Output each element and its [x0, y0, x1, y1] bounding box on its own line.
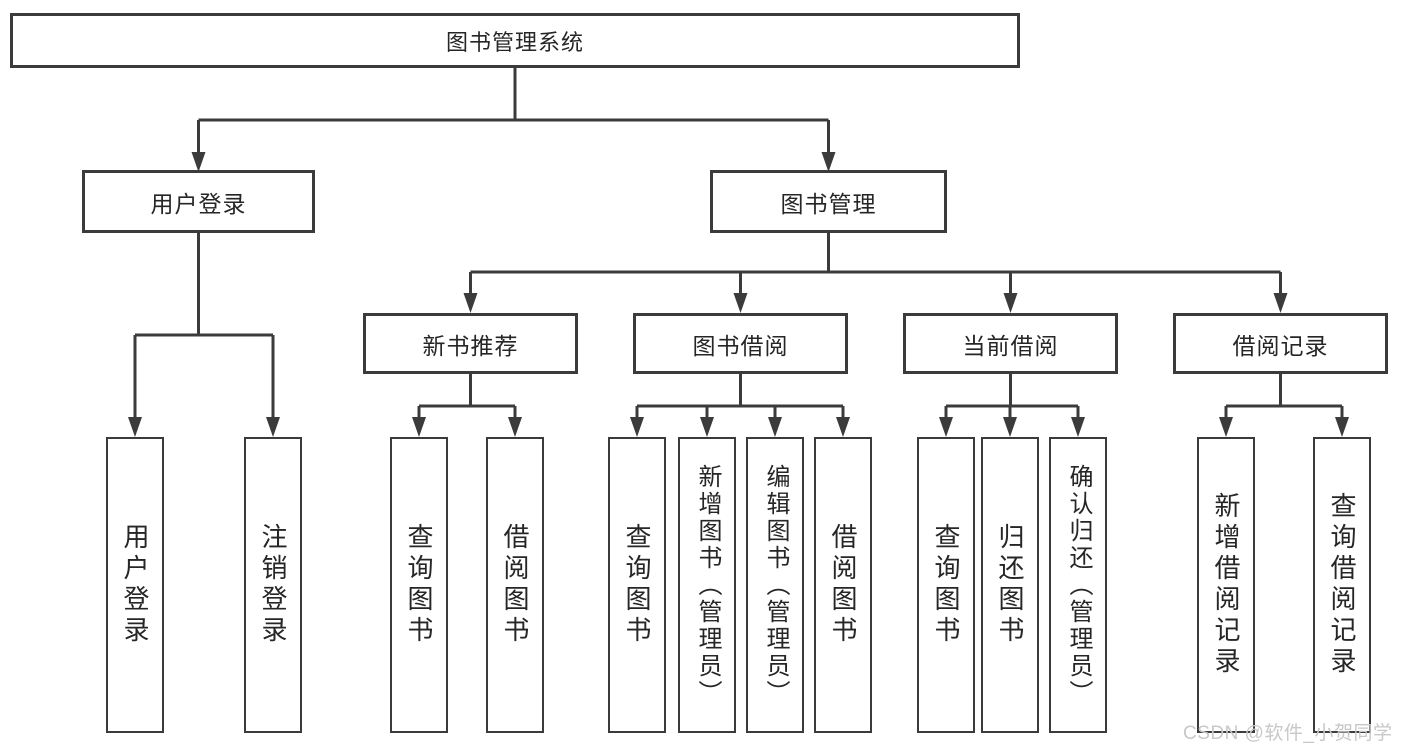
node-library-system: 图书管理系统: [10, 13, 1020, 68]
arrowhead-icon: [1003, 417, 1017, 437]
node-label: 新增图书（管理员）: [694, 463, 721, 707]
node-label: 图书借阅: [692, 332, 789, 359]
arrowhead-icon: [1219, 417, 1233, 437]
node-label: 借阅图书: [828, 523, 858, 647]
arrowhead-icon: [821, 152, 836, 172]
node-label: 图书管理系统: [445, 29, 584, 55]
node-book-borrowing: 图书借阅: [633, 313, 848, 374]
leaf-confirm-return-admin: 确认归还（管理员）: [1049, 437, 1107, 733]
connector-new-book-to-leaves: [412, 374, 522, 437]
arrowhead-icon: [412, 417, 426, 437]
node-label: 注销登录: [258, 523, 288, 647]
node-label: 查询图书: [622, 523, 652, 647]
arrowhead-icon: [733, 293, 748, 313]
connector-root-to-level2: [191, 68, 836, 172]
node-label: 确认归还（管理员）: [1065, 463, 1092, 707]
arrowhead-icon: [1071, 417, 1085, 437]
connector-borrow-records-to-leaves: [1219, 374, 1349, 437]
leaf-query-books-recommend: 查询图书: [390, 437, 448, 733]
connector-current-borrow-to-leaves: [939, 374, 1085, 437]
arrowhead-icon: [939, 417, 953, 437]
arrowhead-icon: [266, 417, 280, 437]
connector-book-management-to-level3: [463, 233, 1288, 313]
leaf-edit-book-admin: 编辑图书（管理员）: [746, 437, 804, 733]
arrowhead-icon: [128, 417, 142, 437]
leaf-add-borrow-record: 新增借阅记录: [1197, 437, 1255, 733]
csdn-watermark: CSDN @软件_小贺同学: [1183, 723, 1393, 744]
leaf-query-books-current: 查询图书: [917, 437, 975, 733]
node-label: 用户登录: [150, 190, 247, 217]
arrowhead-icon: [191, 152, 206, 172]
node-label: 用户登录: [120, 523, 150, 647]
arrowhead-icon: [700, 417, 714, 437]
node-user-login: 用户登录: [82, 170, 315, 233]
node-current-borrowing: 当前借阅: [903, 313, 1118, 374]
node-label: 当前借阅: [962, 332, 1059, 359]
leaf-borrow-books-recommend: 借阅图书: [486, 437, 544, 733]
arrowhead-icon: [463, 293, 478, 313]
connector-user-login-to-leaves: [128, 233, 280, 437]
connector-book-borrow-to-leaves: [630, 374, 850, 437]
node-label: 归还图书: [995, 523, 1025, 647]
arrowhead-icon: [508, 417, 522, 437]
node-label: 查询借阅记录: [1327, 492, 1357, 678]
node-label: 新增借阅记录: [1211, 492, 1241, 678]
leaf-query-borrow-record: 查询借阅记录: [1313, 437, 1371, 733]
arrowhead-icon: [1273, 293, 1288, 313]
leaf-borrow-books: 借阅图书: [814, 437, 872, 733]
leaf-query-books-borrow: 查询图书: [608, 437, 666, 733]
node-label: 借阅图书: [500, 523, 530, 647]
node-book-management: 图书管理: [710, 170, 947, 233]
arrowhead-icon: [1003, 293, 1018, 313]
node-new-book-recommend: 新书推荐: [363, 313, 578, 374]
leaf-return-books: 归还图书: [981, 437, 1039, 733]
node-label: 编辑图书（管理员）: [762, 463, 789, 707]
node-label: 查询图书: [931, 523, 961, 647]
node-label: 借阅记录: [1232, 332, 1329, 359]
leaf-logout: 注销登录: [244, 437, 302, 733]
arrowhead-icon: [836, 417, 850, 437]
leaf-user-login: 用户登录: [106, 437, 164, 733]
arrowhead-icon: [768, 417, 782, 437]
node-label: 查询图书: [404, 523, 434, 647]
node-label: 新书推荐: [422, 332, 519, 359]
node-borrowing-records: 借阅记录: [1173, 313, 1388, 374]
node-label: 图书管理: [780, 190, 877, 217]
arrowhead-icon: [630, 417, 644, 437]
leaf-add-book-admin: 新增图书（管理员）: [678, 437, 736, 733]
arrowhead-icon: [1335, 417, 1349, 437]
